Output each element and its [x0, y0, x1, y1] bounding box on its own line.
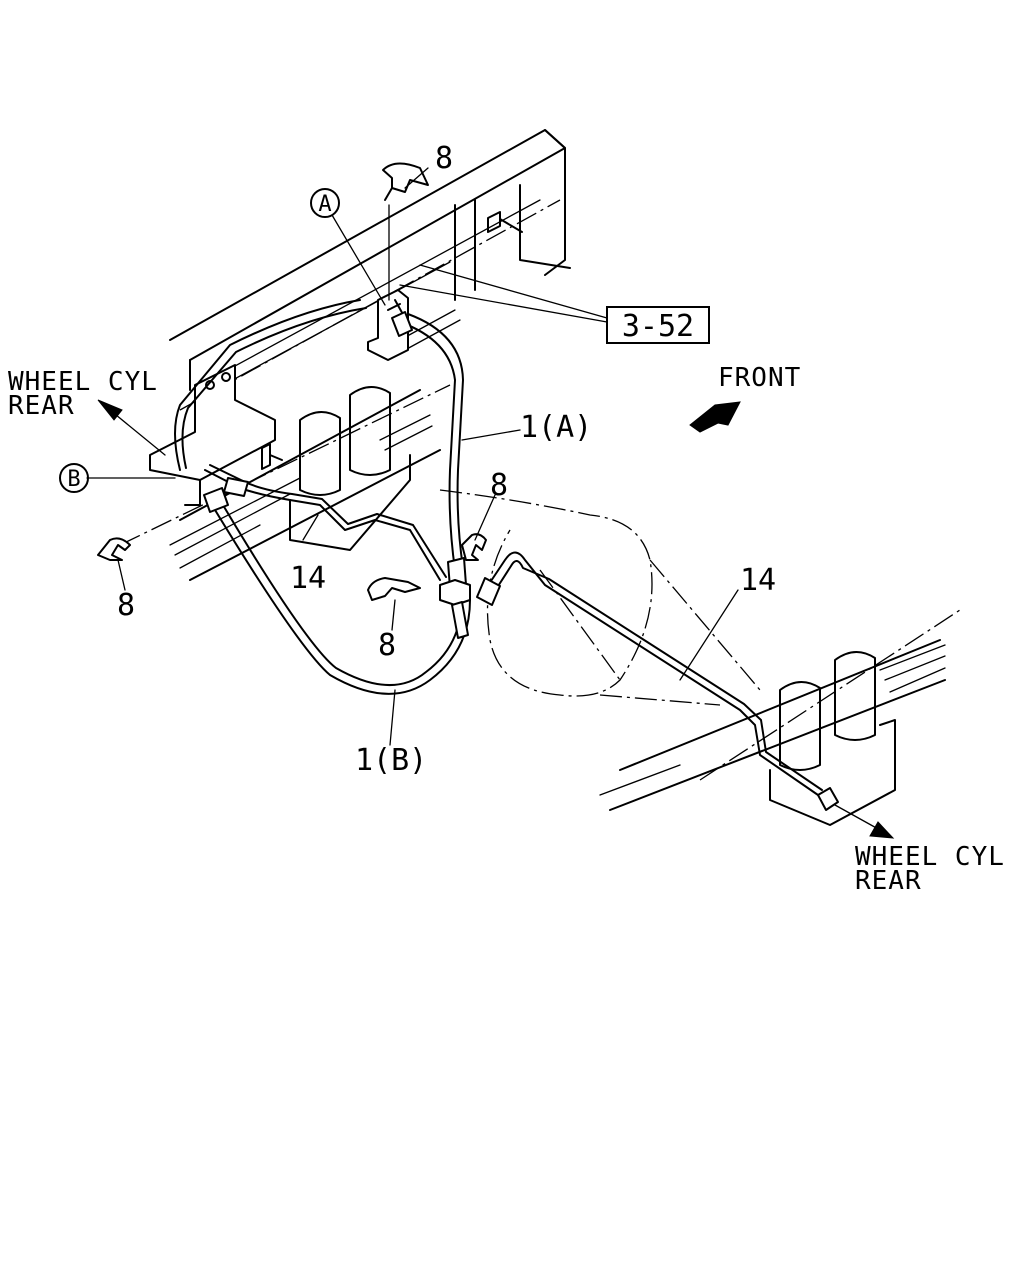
bracket-b — [149, 364, 283, 506]
front-arrow-icon — [689, 401, 741, 433]
wheel-cyl-right-line1: WHEEL CYL — [855, 842, 1005, 872]
pipe-upper — [174, 299, 367, 471]
callout-a: A — [310, 188, 340, 218]
frame-rail — [169, 129, 571, 411]
pipe-14-left — [204, 464, 447, 581]
clip-center — [367, 577, 421, 601]
clip-left — [97, 537, 131, 561]
differential-housing — [439, 489, 761, 706]
wheel-cyl-left-line1: WHEEL CYL — [8, 367, 158, 397]
clip-8-right-label: 8 — [490, 468, 508, 503]
wheel-cyl-left-arrow — [97, 399, 166, 456]
axle-housing-right — [599, 609, 961, 826]
hose-1b-label: 1(B) — [355, 743, 427, 778]
pipe-14-right-label: 14 — [740, 563, 776, 598]
callout-b: B — [59, 463, 89, 493]
axle-housing-left — [119, 384, 451, 581]
hose-1a — [391, 311, 467, 589]
wheel-cyl-right-arrow — [834, 804, 895, 839]
wheel-cyl-left-line2: REAR — [8, 391, 75, 421]
callout-b-text: B — [67, 467, 80, 492]
bracket-a — [367, 289, 409, 361]
reference-box: 3-52 — [606, 306, 710, 344]
clip-8-left-label: 8 — [117, 588, 135, 623]
reference-box-text: 3-52 — [622, 309, 694, 344]
callout-a-text: A — [318, 192, 331, 217]
clip-right — [461, 533, 487, 561]
hose-1b — [203, 487, 471, 695]
clip-top — [382, 162, 429, 201]
hose-1a-label: 1(A) — [520, 410, 592, 445]
front-label: FRONT — [718, 363, 801, 393]
leader-lines — [86, 167, 739, 746]
wheel-cyl-right-line2: REAR — [855, 866, 922, 896]
clip-8-top-label: 8 — [435, 141, 453, 176]
clip-8-center-label: 8 — [378, 628, 396, 663]
pipe-14-left-label: 14 — [290, 561, 326, 596]
pipe-14-right — [476, 551, 839, 811]
junction-block — [439, 579, 471, 639]
